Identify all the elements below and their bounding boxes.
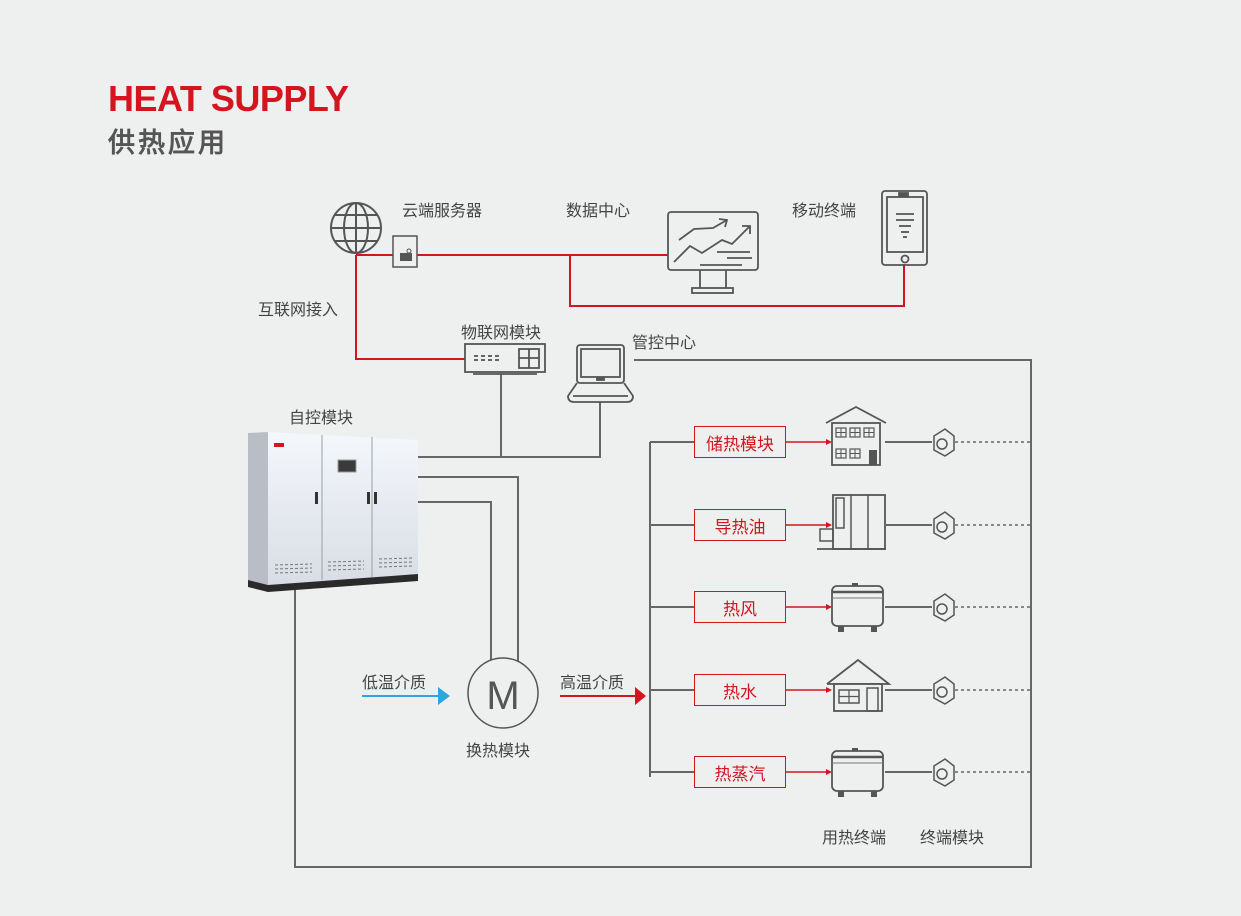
hot-flow-arrow [560, 687, 646, 705]
branch-label-box: 储热模块 [694, 426, 786, 458]
globe-icon [330, 202, 382, 254]
return-loop [294, 359, 1032, 868]
control-cabinet-image [248, 432, 418, 592]
iot-router-icon [464, 343, 546, 375]
label-control-center: 管控中心 [632, 333, 697, 352]
mobile-line [569, 255, 905, 307]
pipe-outer [418, 476, 519, 663]
label-cloud-server: 云端服务器 [402, 201, 483, 220]
heat-exchanger-icon: M [467, 657, 539, 729]
branch-label-box: 热风 [694, 591, 786, 623]
branch-label-box: 热水 [694, 674, 786, 706]
laptop-icon [567, 344, 634, 403]
cold-flow-arrow [362, 687, 450, 705]
label-heat-terminal: 用热终端 [822, 828, 887, 847]
branch-label-box: 导热油 [694, 509, 786, 541]
industrial-machine-icon [817, 494, 886, 550]
terminal-sensor-icon [933, 511, 955, 540]
branch-row [650, 748, 1031, 797]
branch-arrow-head [826, 522, 832, 528]
label-data-center: 数据中心 [566, 201, 631, 220]
terminal-sensor-icon [933, 593, 955, 622]
svg-text:M: M [486, 674, 519, 718]
network-lines [355, 254, 905, 360]
terminal-sensor-icon [933, 428, 955, 457]
pipe-inner [418, 501, 492, 663]
branch-row [650, 583, 1031, 632]
label-low-temp-medium: 低温介质 [362, 673, 427, 692]
branch-arrow-head [826, 769, 832, 775]
control-lines [294, 359, 1032, 868]
label-heat-exchange-module: 换热模块 [466, 741, 531, 760]
terminal-sensor-icon [933, 758, 955, 787]
heater-tank-icon [831, 583, 884, 632]
branch-label-box: 热蒸汽 [694, 756, 786, 788]
branch-row [650, 494, 1031, 550]
mobile-phone-icon [881, 190, 928, 266]
terminal-sensor-icon [933, 676, 955, 705]
heater-tank-icon [831, 748, 884, 797]
internet-line [355, 255, 465, 360]
building-icon [825, 405, 887, 466]
label-internet-access: 互联网接入 [258, 300, 339, 319]
label-mobile-terminal: 移动终端 [792, 201, 857, 220]
page-title: HEAT SUPPLY [108, 78, 349, 119]
label-high-temp-medium: 高温介质 [560, 673, 625, 692]
label-self-control-module: 自控模块 [289, 408, 354, 427]
branch-arrow-head [826, 687, 832, 693]
house-icon [826, 658, 892, 712]
server-icon [392, 235, 418, 268]
label-iot-module: 物联网模块 [461, 323, 542, 342]
page-subtitle: 供热应用 [108, 128, 228, 159]
monitor-chart-icon [667, 211, 759, 294]
branch-arrow-head [826, 439, 832, 445]
branch-arrow-head [826, 604, 832, 610]
label-terminal-module: 终端模块 [920, 828, 985, 847]
branch-row [650, 405, 1031, 466]
branch-row [650, 658, 1031, 712]
